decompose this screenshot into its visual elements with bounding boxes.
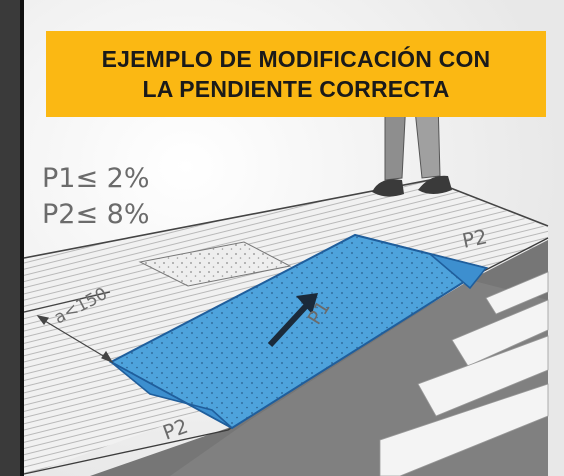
width-dimension [36, 315, 114, 364]
formula-p2: P2≤ 8% [42, 199, 150, 230]
title-line-1: EJEMPLO DE MODIFICACIÓN CON [101, 46, 491, 72]
title-line-2: LA PENDIENTE CORRECTA [142, 76, 450, 102]
ramp-side-flare-top [354, 234, 488, 290]
ramp [108, 233, 489, 430]
title-banner: EJEMPLO DE MODIFICACIÓN CON LA PENDIENTE… [46, 31, 546, 117]
gravel-area [138, 241, 292, 287]
pedestrian-legs [372, 99, 452, 197]
slope-arrow [267, 303, 309, 348]
ramp-side-flare-bottom [110, 361, 233, 429]
ramp-label-p2-top: P2 [460, 224, 489, 253]
formula-p1: P1≤ 2% [42, 163, 150, 194]
zebra-crossing [379, 271, 549, 476]
